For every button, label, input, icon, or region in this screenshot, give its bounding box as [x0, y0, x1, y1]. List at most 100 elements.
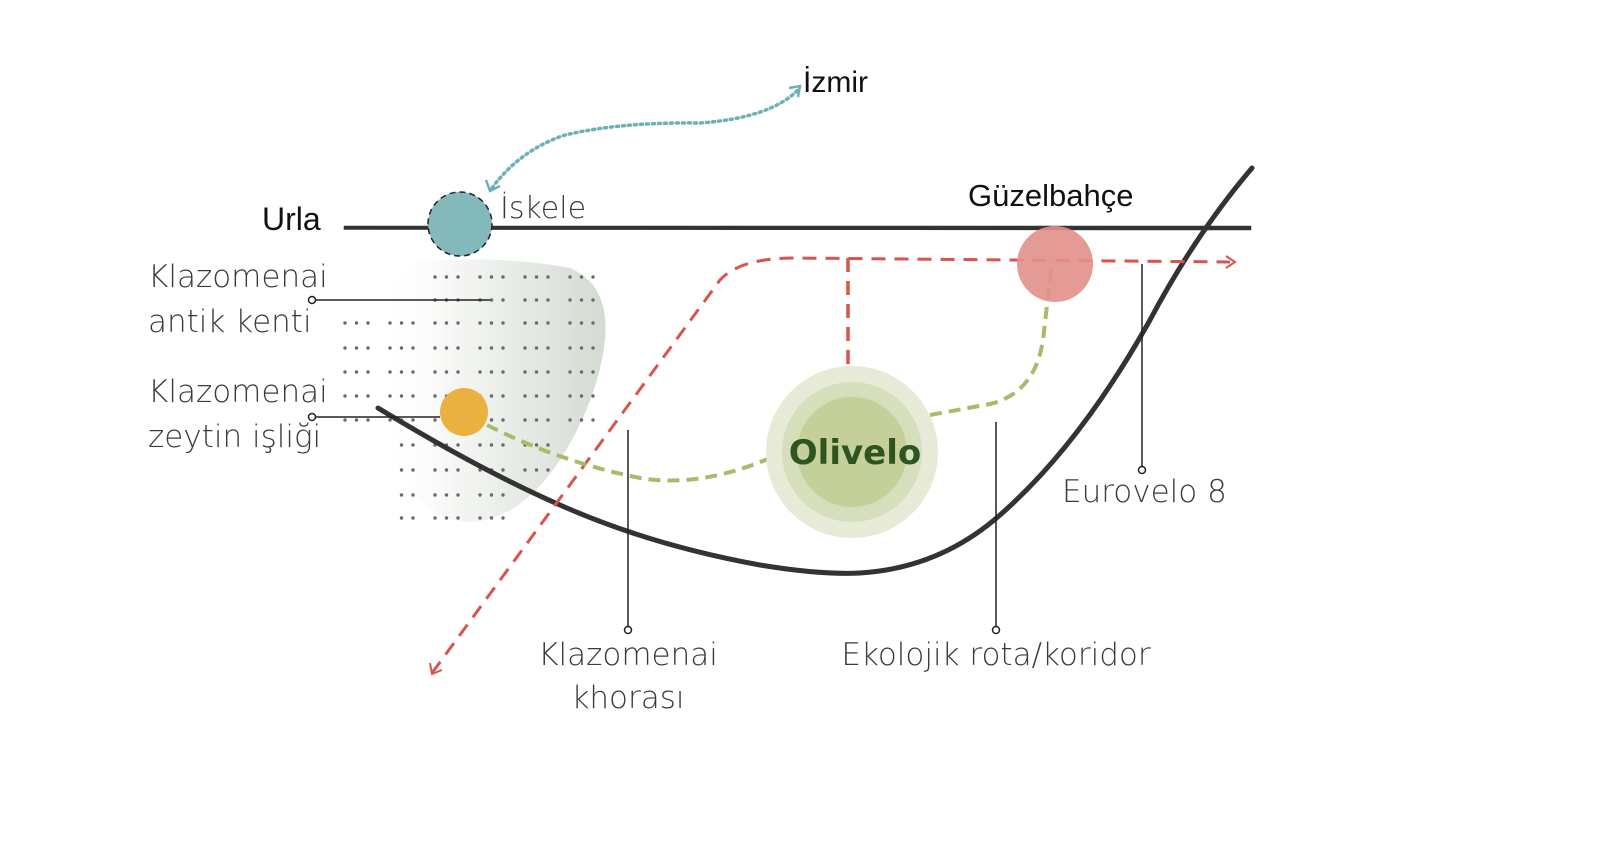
pattern-dot: [523, 346, 527, 350]
pattern-dot: [501, 275, 505, 279]
pattern-dot: [366, 394, 370, 398]
pattern-dot: [501, 516, 505, 520]
pattern-dot: [399, 493, 404, 497]
pattern-dot: [579, 370, 584, 374]
pattern-dot: [489, 418, 494, 422]
pattern-dot: [568, 418, 572, 422]
pattern-dot: [546, 298, 550, 302]
pattern-dot: [534, 370, 539, 374]
pattern-dot: [579, 394, 584, 398]
pattern-dot: [399, 321, 404, 325]
pattern-dot: [433, 321, 437, 325]
pattern-dot: [489, 346, 494, 350]
pattern-dot: [579, 346, 584, 350]
pattern-dot: [366, 346, 370, 350]
urla-label: Urla: [262, 201, 321, 237]
pattern-dot: [433, 493, 437, 497]
pattern-dot: [546, 346, 550, 350]
pattern-dot: [501, 370, 505, 374]
pattern-dot: [534, 346, 539, 350]
pattern-dot: [489, 516, 494, 520]
pattern-dot: [546, 321, 550, 325]
pattern-dot: [354, 321, 359, 325]
coastline: [375, 165, 1255, 576]
zeytin-label-2: zeytin işliği: [148, 419, 321, 455]
arrow-icon: [788, 84, 802, 98]
pattern-dot: [433, 394, 437, 398]
pattern-dot: [399, 443, 404, 447]
pattern-dot: [433, 418, 437, 422]
pattern-dot: [546, 468, 550, 472]
pattern-dot: [501, 418, 505, 422]
pattern-dot: [399, 516, 404, 520]
pattern-dot: [456, 370, 460, 374]
olive-press-node[interactable]: [440, 388, 488, 436]
pattern-dot: [388, 418, 392, 422]
pattern-dot: [444, 516, 449, 520]
pattern-dot: [501, 346, 505, 350]
pattern-dot: [399, 468, 404, 472]
guzelbahce-label: Güzelbahçe: [968, 178, 1133, 213]
pattern-dot: [523, 418, 527, 422]
ecological-corridor: [486, 423, 771, 483]
pattern-dot: [579, 418, 584, 422]
pattern-dot: [534, 321, 539, 325]
pattern-dot: [546, 418, 550, 422]
pattern-dot: [444, 468, 449, 472]
pattern-dot: [444, 370, 449, 374]
pattern-dot: [456, 516, 460, 520]
pattern-dot: [343, 370, 347, 374]
zeytin-label-1: Klazomenai: [148, 374, 328, 410]
pattern-dot: [568, 394, 572, 398]
izmir-ferry-link: [490, 88, 800, 190]
pattern-dot: [523, 468, 527, 472]
pattern-dot: [343, 346, 347, 350]
pattern-dot: [444, 321, 449, 325]
pattern-dot: [456, 468, 460, 472]
pattern-dot: [591, 418, 595, 422]
pattern-dot: [568, 321, 572, 325]
pattern-dot: [478, 443, 482, 447]
pattern-dot: [534, 468, 539, 472]
guzelbahce-node[interactable]: [1017, 226, 1093, 302]
pattern-dot: [444, 493, 449, 497]
iskele-node[interactable]: [427, 191, 493, 257]
pattern-dot: [354, 394, 359, 398]
pattern-dot: [456, 493, 460, 497]
olivelo-node[interactable]: [766, 366, 938, 538]
pattern-dot: [478, 321, 482, 325]
pattern-dot: [478, 275, 482, 279]
pattern-dot: [489, 321, 494, 325]
pattern-dot: [534, 275, 539, 279]
pattern-dot: [579, 298, 584, 302]
pattern-dot: [456, 346, 460, 350]
pattern-dot: [489, 370, 494, 374]
pattern-dot: [501, 321, 505, 325]
pattern-dot: [478, 346, 482, 350]
pattern-dot: [568, 370, 572, 374]
pattern-dot: [579, 321, 584, 325]
pattern-dot: [343, 394, 347, 398]
ecological-corridor-label: Ekolojik rota/koridor: [841, 637, 1150, 673]
ancient-city-area: [377, 259, 606, 522]
pattern-dot: [411, 321, 415, 325]
pattern-dot: [489, 443, 494, 447]
pattern-dot: [388, 346, 392, 350]
pattern-dot: [568, 275, 572, 279]
pattern-dot: [546, 394, 550, 398]
eurovelo-label: Eurovelo 8: [1062, 474, 1227, 510]
pattern-dot: [591, 370, 595, 374]
pattern-dot: [411, 394, 415, 398]
pattern-dot: [546, 370, 550, 374]
khora-label-2: khorası: [571, 680, 684, 716]
pattern-dot: [343, 321, 347, 325]
eurovelo-route: [430, 256, 1231, 674]
pattern-dot: [478, 516, 482, 520]
pattern-dot: [534, 394, 539, 398]
pattern-dot: [523, 275, 527, 279]
pattern-dot: [501, 443, 505, 447]
pattern-dot: [489, 298, 494, 302]
pattern-dot: [411, 346, 415, 350]
pattern-dot: [579, 275, 584, 279]
pattern-dot: [501, 298, 505, 302]
